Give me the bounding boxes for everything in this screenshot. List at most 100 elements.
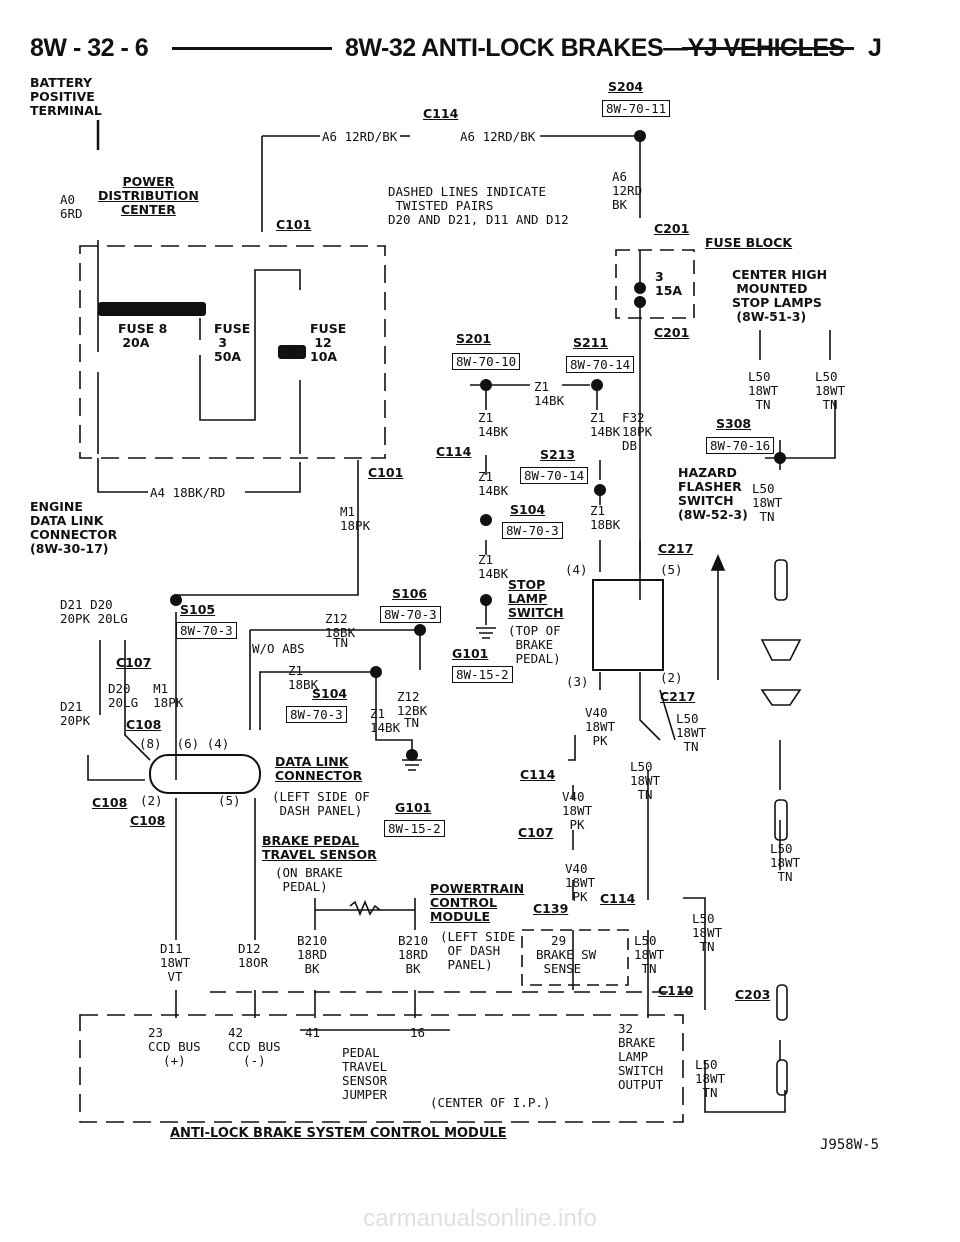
connector-c217-top: C217 <box>658 541 694 556</box>
engine-data-link-connector-label: ENGINE DATA LINK CONNECTOR (8W-30-17) <box>30 499 118 556</box>
connector-c203: C203 <box>735 987 771 1002</box>
ref-g101-left: 8W-15-2 <box>452 666 513 683</box>
connector-c101-top: C101 <box>276 217 312 232</box>
wire-z1-14bk-d: Z1 14BK <box>478 469 509 498</box>
fuse-3-50a: FUSE 3 50A <box>214 321 251 364</box>
ref-s213: 8W-70-14 <box>520 467 589 484</box>
wire-l50-right-c: L50 18WT TN <box>634 933 665 976</box>
data-link-pin-5: (5) <box>218 793 241 808</box>
without-abs-label: W/O ABS <box>252 641 305 656</box>
pin-2: (2) <box>660 670 683 685</box>
brake-switch-sense-pin: 29 BRAKE SW SENSE <box>536 933 597 976</box>
wire-z1-18bk-b: Z1 18BK <box>288 663 319 692</box>
wire-l50-bottom: L50 18WT TN <box>695 1057 726 1100</box>
pin-5: (5) <box>660 562 683 577</box>
abs-pin-32-brake-lamp-switch-output: 32 BRAKE LAMP SWITCH OUTPUT <box>618 1021 664 1092</box>
abs-pin-42-ccd-bus-minus: 42 CCD BUS (-) <box>228 1025 281 1068</box>
data-link-connector-label: DATA LINK CONNECTOR <box>275 754 363 783</box>
data-link-connector-location: (LEFT SIDE OF DASH PANEL) <box>272 789 370 818</box>
ref-s204: 8W-70-11 <box>602 100 671 117</box>
wire-z1-14bk-e: Z1 14BK <box>478 552 509 581</box>
wire-l50-chmsl-right: L50 18WT TN <box>815 369 846 412</box>
wire-a6-12rd-bk: A6 12RD BK <box>612 169 643 212</box>
center-high-mounted-stop-lamps: CENTER HIGH MOUNTED STOP LAMPS (8W-51-3) <box>732 267 828 324</box>
fuse-8-20a: FUSE 8 20A <box>118 321 168 350</box>
connector-c108-top: C108 <box>126 717 162 732</box>
figure-id: J958W-5 <box>820 1137 880 1153</box>
splice-s106: S106 <box>392 586 428 601</box>
wire-d21: D21 20PK <box>60 699 91 728</box>
watermark: carmanualsonline.info <box>363 1205 597 1232</box>
connector-c101-mid: C101 <box>368 465 404 480</box>
connector-c201-bottom: C201 <box>654 325 690 340</box>
splice-s211: S211 <box>573 335 609 350</box>
wire-tn-a: TN <box>333 635 349 650</box>
header-rule-right <box>682 47 854 50</box>
wire-a6-left: A6 12RD/BK <box>322 129 398 144</box>
ref-g101-mid: 8W-15-2 <box>384 820 445 837</box>
ref-s106: 8W-70-3 <box>380 606 441 623</box>
connector-c107-top: C107 <box>116 655 152 670</box>
wire-z1-18bk-a: Z1 18BK <box>590 503 621 532</box>
ground-g101-left: G101 <box>452 646 489 661</box>
splice-s201: S201 <box>456 331 492 346</box>
brake-pedal-travel-sensor-location: (ON BRAKE PEDAL) <box>275 865 343 894</box>
wire-z12-12bk: Z12 12BK <box>397 689 428 718</box>
connector-c107-bottom: C107 <box>518 825 554 840</box>
wire-l50-c217: L50 18WT TN <box>676 711 707 754</box>
fuse-3-15a: 3 15A <box>655 269 683 298</box>
powertrain-control-module-label: POWERTRAIN CONTROL MODULE <box>430 881 525 924</box>
data-link-pins-864: (8) (6) (4) <box>139 736 230 751</box>
data-link-pin-2: (2) <box>140 793 163 808</box>
wire-z1-14bk-b: Z1 14BK <box>478 410 509 439</box>
powertrain-control-module-location: (LEFT SIDE OF DASH PANEL) <box>440 929 516 972</box>
splice-s213: S213 <box>540 447 576 462</box>
header-rule-left <box>172 47 332 50</box>
section-letter: J <box>868 34 882 62</box>
abs-pin-16: 16 <box>410 1025 426 1040</box>
wire-z1-14bk-tn: Z1 14BK <box>370 706 401 735</box>
wire-d11: D11 18WT VT <box>160 941 191 984</box>
pedal-travel-sensor-jumper: PEDAL TRAVEL SENSOR JUMPER <box>342 1045 388 1102</box>
connector-c139: C139 <box>533 901 569 916</box>
abs-pin-41: 41 <box>305 1025 321 1040</box>
ref-s201: 8W-70-10 <box>452 353 521 370</box>
wire-a4-18bk-rd: A4 18BK/RD <box>150 485 226 500</box>
wire-v40-c: V40 18WT PK <box>565 861 596 904</box>
connector-c114-lower: C114 <box>520 767 556 782</box>
battery-positive-terminal-label: BATTERY POSITIVE TERMINAL <box>30 75 102 118</box>
splice-s308: S308 <box>716 416 752 431</box>
ref-s104-mid: 8W-70-3 <box>286 706 347 723</box>
fuse-12-10a: FUSE 12 10A <box>310 321 347 364</box>
fuse-block-label: FUSE BLOCK <box>705 235 793 250</box>
wire-l50-lower: L50 18WT TN <box>630 759 661 802</box>
splice-s204: S204 <box>608 79 644 94</box>
connector-c110: C110 <box>658 983 694 998</box>
wire-z1-14bk-a: Z1 14BK <box>534 379 565 408</box>
ground-g101-mid: G101 <box>395 800 432 815</box>
ref-s308: 8W-70-16 <box>706 437 775 454</box>
splice-s104-top: S104 <box>510 502 546 517</box>
wire-b210-a: B210 18RD BK <box>297 933 328 976</box>
page-number: 8W - 32 - 6 <box>30 34 149 62</box>
wire-v40-a: V40 18WT PK <box>585 705 616 748</box>
wire-m1-18pk-top: M1 18PK <box>340 504 371 533</box>
wire-d20-m1: D20 M1 20LG 18PK <box>108 681 184 710</box>
wire-l50-right-b: L50 18WT TN <box>770 841 801 884</box>
wire-l50-hazard: L50 18WT TN <box>752 481 783 524</box>
hazard-flasher-switch: HAZARD FLASHER SWITCH (8W-52-3) <box>678 465 748 522</box>
wire-v40-b: V40 18WT PK <box>562 789 593 832</box>
pin-3: (3) <box>566 674 589 689</box>
abs-control-module-label: ANTI-LOCK BRAKE SYSTEM CONTROL MODULE <box>170 1126 507 1141</box>
wire-a0: A0 6RD <box>60 192 83 221</box>
ref-s104-top: 8W-70-3 <box>502 522 563 539</box>
stop-lamp-switch-label: STOP LAMP SWITCH <box>508 577 564 620</box>
wire-f32-18pk-db: F32 18PK DB <box>622 410 653 453</box>
wire-tn-b: TN <box>404 715 420 730</box>
wire-a6-right: A6 12RD/BK <box>460 129 536 144</box>
connector-c114-pcm: C114 <box>600 891 636 906</box>
wire-l50-chmsl-left: L50 18WT TN <box>748 369 779 412</box>
connector-c108-bottom: C108 <box>130 813 166 828</box>
wire-b210-b: B210 18RD BK <box>398 933 429 976</box>
ref-s105: 8W-70-3 <box>176 622 237 639</box>
